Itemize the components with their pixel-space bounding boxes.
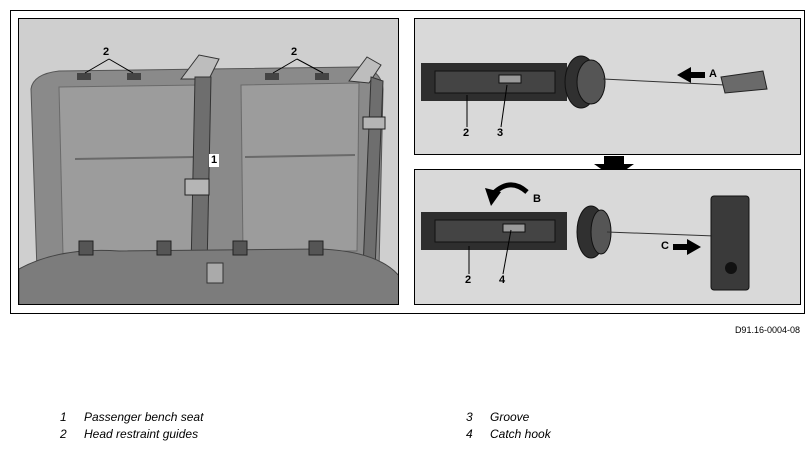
bench-seat-illustration [19,19,398,304]
callout-head-restraint-guides-left: 2 [103,46,110,58]
legend-label: Catch hook [490,427,551,441]
legend-item: 1 Passenger bench seat [60,410,203,427]
callout-arrow-a: A [709,68,717,80]
callout-guide-top: 2 [463,127,470,139]
callout-head-restraint-guides-right: 2 [291,46,298,58]
callout-bench-seat: 1 [209,154,220,167]
legend-right: 3 Groove 4 Catch hook [466,410,551,444]
figure-frame: 2 2 1 A 2 3 [10,10,805,314]
legend-number: 1 [60,410,67,424]
legend-left: 1 Passenger bench seat 2 Head restraint gu… [60,410,203,444]
guide-removal-step-b: B C 2 4 [414,169,801,305]
guide-step-b-illustration [415,170,800,304]
legend-label: Head restraint guides [84,427,199,441]
legend-number: 2 [60,427,67,441]
guide-step-a-illustration [415,19,800,154]
bench-seat-photo: 2 2 1 [18,18,399,305]
legend-item: 2 Head restraint guides [60,427,203,444]
callout-guide-bottom: 2 [465,274,472,286]
callout-arrow-b: B [533,193,541,205]
callout-catch-hook: 4 [499,274,506,286]
legend-item: 3 Groove [466,410,551,427]
callout-groove: 3 [497,127,504,139]
legend-number: 3 [466,410,473,424]
figure-reference: D91.16-0004-08 [734,325,800,335]
legend-label: Passenger bench seat [84,410,204,424]
legend-item: 4 Catch hook [466,427,551,444]
callout-arrow-c: C [661,240,669,252]
legend-label: Groove [490,410,530,424]
down-arrow-icon [594,156,634,178]
guide-removal-step-a: A 2 3 [414,18,801,155]
legend-number: 4 [466,427,473,441]
